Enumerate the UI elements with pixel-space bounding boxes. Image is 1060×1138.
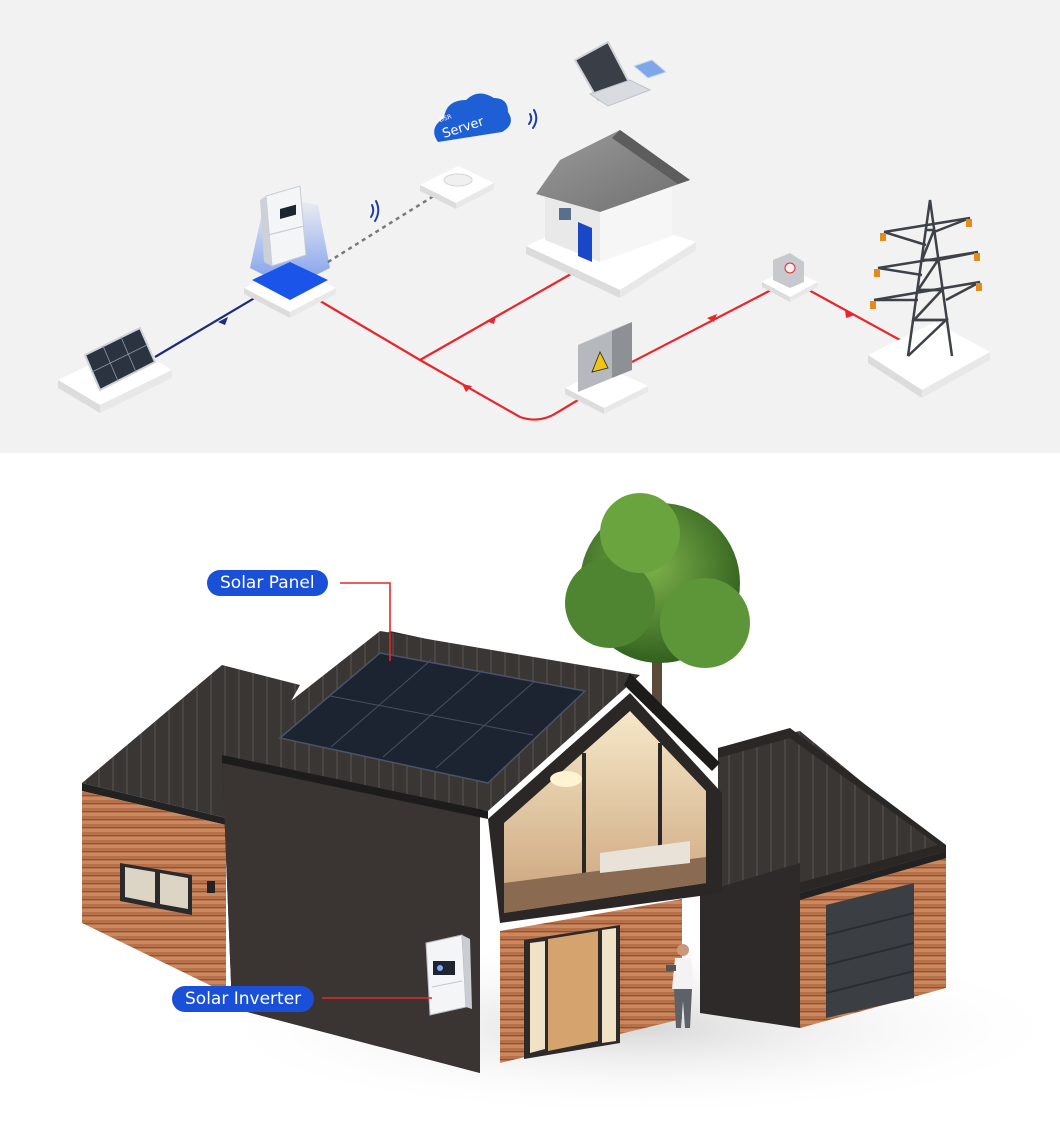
wifi-icon [370, 200, 380, 222]
meter-icon [762, 253, 818, 302]
flow-arrow [845, 310, 855, 318]
flow-arrow [462, 384, 472, 392]
garage-door [826, 883, 914, 1018]
inverter-icon [244, 185, 336, 318]
data-link-dashed [327, 190, 441, 264]
roof-solar-panel-icon [278, 652, 587, 784]
ac-wiring [309, 269, 901, 421]
ac-line-to-distribution [309, 294, 579, 421]
dc-line [154, 295, 259, 358]
solar-panel-icon [58, 326, 172, 413]
flow-arrow [218, 317, 228, 325]
tree [565, 493, 750, 713]
ac-flow-arrows [462, 310, 855, 392]
power-tower-icon [868, 199, 990, 398]
wall-inverter-icon [425, 934, 472, 1016]
solar-inverter-callout: Solar Inverter [172, 986, 315, 1012]
flow-arrow [707, 314, 717, 322]
dc-wiring [154, 295, 259, 358]
wifi-icon [528, 109, 538, 129]
flow-arrow [486, 316, 496, 324]
solar-panel-callout: Solar Panel [207, 570, 328, 596]
solar-panel-leader-line [340, 582, 391, 661]
house-icon [526, 130, 696, 298]
house-illustration: Solar Panel Solar Inverter [0, 453, 1060, 1138]
server-brand-text: DSR [438, 113, 452, 124]
pendant-lamp [550, 771, 582, 787]
ac-line-to-meter [631, 287, 776, 363]
system-diagram: DSR Server [0, 0, 1060, 453]
person [666, 944, 694, 1028]
callout-lines [322, 582, 432, 999]
laptop-icon [573, 40, 652, 107]
high-voltage-box-icon [565, 322, 648, 414]
cloud-server-icon: DSR Server [434, 93, 511, 142]
phone-icon [633, 59, 667, 79]
ac-line-to-house [419, 269, 579, 361]
garage [700, 728, 946, 1028]
system-diagram-canvas: DSR Server [58, 40, 990, 421]
wall-lamp [207, 881, 215, 893]
house-illustration-canvas [82, 493, 1060, 1118]
router-icon [420, 166, 494, 209]
front-door [548, 931, 598, 1051]
